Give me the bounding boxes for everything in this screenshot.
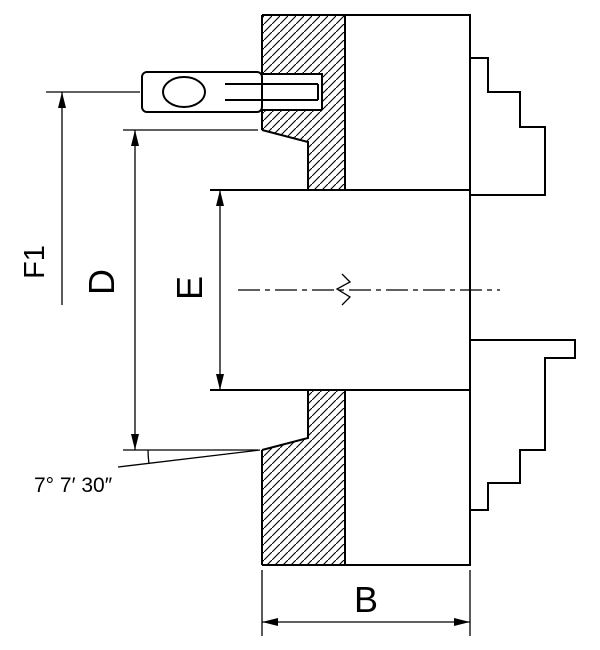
key-socket-hole	[162, 76, 206, 108]
hatch-area-upper	[262, 15, 345, 190]
f1-arrowhead	[58, 92, 66, 108]
dimension-d: D	[81, 129, 258, 451]
break-mark	[335, 273, 352, 306]
label-b: B	[354, 579, 378, 620]
angle-slanted-line	[117, 449, 261, 468]
b-arrowhead-left	[262, 618, 278, 626]
label-taper-angle: 7° 7′ 30″	[34, 474, 113, 497]
key-pinion-shaft	[225, 83, 319, 101]
bottom-jaw	[470, 339, 576, 511]
label-d: D	[81, 269, 122, 295]
chuck-body-outline	[210, 14, 471, 566]
key-socket-notch	[262, 73, 323, 111]
taper-recess-lower	[261, 390, 309, 451]
dimension-taper-angle: 7° 7′ 30″	[34, 449, 261, 497]
bore-walls	[210, 189, 470, 391]
d-arrowhead-bottom	[131, 434, 139, 450]
label-e: E	[169, 276, 210, 300]
d-extension-lines	[123, 129, 258, 451]
label-f1: F1	[19, 245, 51, 279]
e-arrowhead-bottom	[216, 374, 224, 390]
key-body	[141, 71, 263, 113]
chuck-key	[141, 71, 319, 113]
dimension-e: E	[169, 190, 224, 390]
hatch-area-lower	[262, 390, 345, 565]
angle-arc	[147, 449, 150, 465]
b-extension-lines	[261, 570, 471, 636]
taper-recess-upper	[261, 129, 309, 190]
d-arrowhead-top	[131, 130, 139, 146]
dimension-f1: F1	[19, 91, 140, 305]
chuck-jaws	[470, 57, 576, 511]
section-hatching	[262, 15, 345, 565]
dimension-b: B	[261, 570, 471, 636]
e-arrowhead-top	[216, 190, 224, 206]
centerline-group	[238, 273, 500, 306]
b-arrowhead-right	[454, 618, 470, 626]
top-jaw	[470, 57, 546, 196]
